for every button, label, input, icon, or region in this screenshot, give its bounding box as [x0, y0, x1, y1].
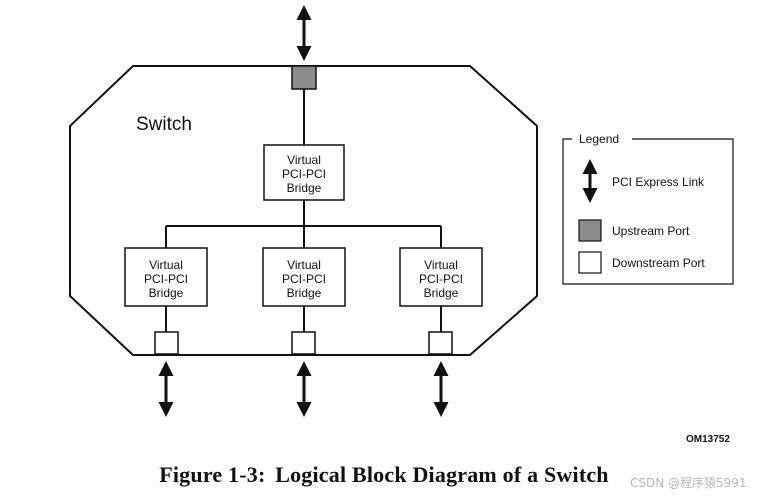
bottom-virtual-bridge-3: Virtual PCI-PCI Bridge — [399, 247, 483, 307]
switch-title: Switch — [136, 114, 192, 135]
bottom-virtual-bridge-2: Virtual PCI-PCI Bridge — [262, 247, 346, 307]
bridge3-line3: Bridge — [424, 286, 459, 300]
figure-number: Figure 1-3: — [159, 462, 266, 487]
bridge2-line1: Virtual — [287, 258, 321, 272]
legend-pci-express-link: PCI Express Link — [612, 175, 705, 189]
legend: Legend PCI Express Link Upstream Port Do… — [562, 132, 734, 285]
upstream-port — [291, 65, 317, 90]
top-bridge-line1: Virtual — [287, 153, 321, 167]
switch-outline — [69, 65, 538, 356]
white-square-icon — [578, 251, 602, 274]
bridge2-line3: Bridge — [287, 286, 322, 300]
figure-caption: Figure 1-3: Logical Block Diagram of a S… — [0, 462, 768, 488]
bridge3-line1: Virtual — [424, 258, 458, 272]
figure-title: Logical Block Diagram of a Switch — [275, 462, 609, 487]
downstream-port-1 — [154, 331, 179, 355]
bridge2-line2: PCI-PCI — [282, 272, 326, 286]
bridge1-line3: Bridge — [149, 286, 184, 300]
bridge1-line2: PCI-PCI — [144, 272, 188, 286]
watermark: CSDN @程序猿5991 — [630, 476, 747, 490]
legend-title: Legend — [579, 132, 619, 146]
downstream-port-3 — [428, 331, 453, 355]
bridge3-line2: PCI-PCI — [419, 272, 463, 286]
top-bridge-line2: PCI-PCI — [282, 167, 326, 181]
legend-upstream-port: Upstream Port — [612, 224, 690, 238]
downstream-port-2 — [291, 331, 316, 355]
bridge1-line1: Virtual — [149, 258, 183, 272]
bottom-virtual-bridge-1: Virtual PCI-PCI Bridge — [124, 247, 208, 307]
legend-downstream-port: Downstream Port — [612, 256, 705, 270]
top-bridge-line3: Bridge — [287, 181, 322, 195]
figure-id: OM13752 — [686, 434, 730, 445]
top-virtual-bridge: Virtual PCI-PCI Bridge — [263, 144, 345, 201]
gray-square-icon — [578, 219, 602, 242]
